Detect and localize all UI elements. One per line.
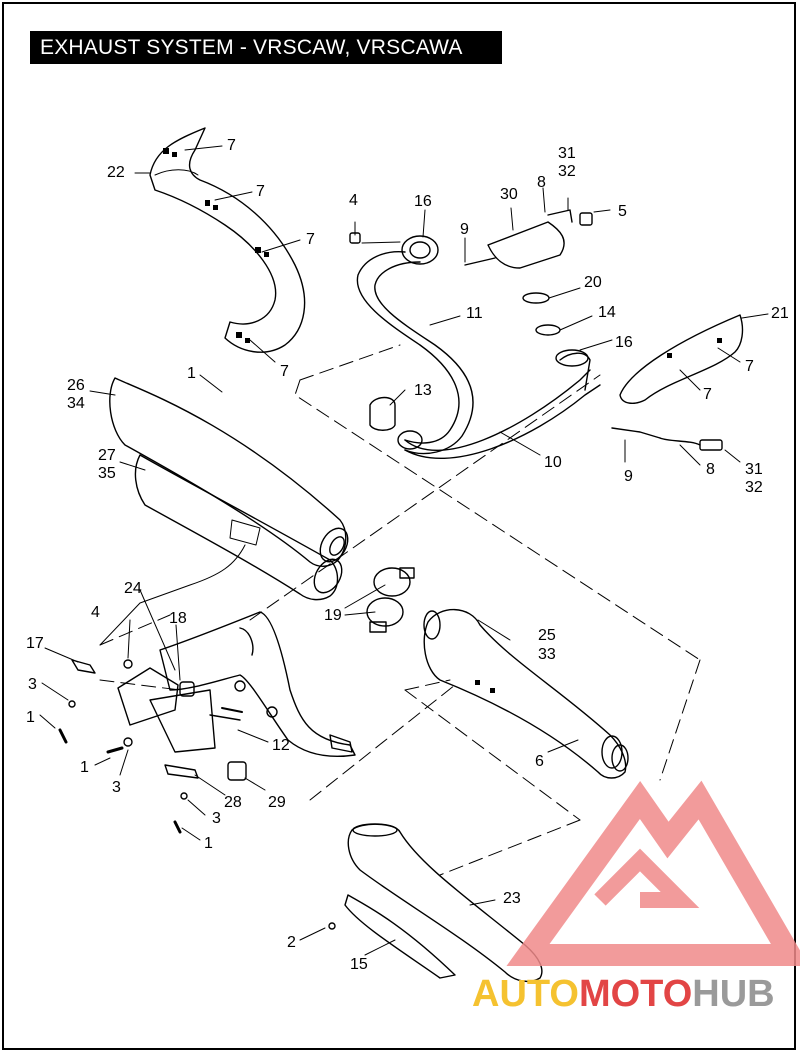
callout-16: 16 [414,193,432,210]
callout-35: 35 [98,465,116,482]
callout-7: 7 [745,358,754,375]
callout-14: 14 [598,304,616,321]
callout-31: 31 [745,461,763,478]
callout-7: 7 [227,137,236,154]
callout-5: 5 [618,203,627,220]
callout-27: 27 [98,447,116,464]
oxygen-sensor [611,427,723,451]
callout-20: 20 [584,274,602,291]
callout-30: 30 [500,186,518,203]
left-bracket-parts [58,659,247,834]
tailpipe [328,823,543,983]
alignment-lines [99,344,701,876]
callout-8: 8 [706,461,715,478]
callout-3: 3 [112,779,121,796]
callout-4: 4 [91,604,100,621]
callout-22: 22 [107,164,125,181]
callout-3: 3 [28,676,37,693]
watermark-logo [506,780,800,966]
callout-32: 32 [558,163,576,180]
callout-3: 3 [212,810,221,827]
callout-labels: 7 22 7 7 7 4 16 9 30 8 31 32 5 20 14 11 … [26,137,789,973]
callout-7: 7 [703,386,712,403]
exhaust-flanges [401,235,589,367]
leader-lines [39,145,769,956]
callout-6: 6 [535,753,544,770]
callout-8: 8 [537,174,546,191]
mounting-bracket [159,611,356,757]
watermark-hub: HUB [692,973,774,1015]
callout-9: 9 [460,221,469,238]
callout-1: 1 [204,835,213,852]
callout-12: 12 [272,737,290,754]
front-heat-shield [619,314,744,404]
callout-26: 26 [67,377,85,394]
lower-muffler [134,454,343,601]
callout-23: 23 [503,890,521,907]
callout-32: 32 [745,479,763,496]
watermark-text: AUTOMOTOHUB [472,973,775,1015]
right-muffler [423,608,629,779]
retaining-ring [535,324,561,336]
callout-1: 1 [26,709,35,726]
callout-19: 19 [324,607,342,624]
watermark-auto: AUTO [472,973,579,1015]
callout-7: 7 [256,183,265,200]
sensor-bracket [349,209,593,269]
callout-7: 7 [306,231,315,248]
label-stickers [163,148,722,693]
svg-text:AUTOMOTOHUB: AUTOMOTOHUB [472,973,775,1015]
callout-25: 25 [538,627,556,644]
callout-1: 1 [187,365,196,382]
callout-15: 15 [350,956,368,973]
callout-2: 2 [287,934,296,951]
callout-21: 21 [771,305,789,322]
callout-18: 18 [169,610,187,627]
clamp [369,396,396,431]
rear-heat-shield [149,127,306,353]
callout-13: 13 [414,382,432,399]
callout-31: 31 [558,145,576,162]
upper-muffler [109,377,349,567]
callout-11: 11 [466,305,483,322]
muffler-clamps [366,567,415,633]
callout-34: 34 [67,395,85,412]
callout-7: 7 [280,363,289,380]
callout-28: 28 [224,794,242,811]
callout-9: 9 [624,468,633,485]
callout-16: 16 [615,334,633,351]
callout-33: 33 [538,646,556,663]
callout-4: 4 [349,192,358,209]
callout-10: 10 [544,454,562,471]
page-title: EXHAUST SYSTEM - VRSCAW, VRSCAWA [30,31,502,64]
callout-29: 29 [268,794,286,811]
callout-1: 1 [80,759,89,776]
gasket [522,292,550,304]
watermark-moto: MOTO [579,973,692,1015]
callout-24: 24 [124,580,142,597]
callout-17: 17 [26,635,44,652]
